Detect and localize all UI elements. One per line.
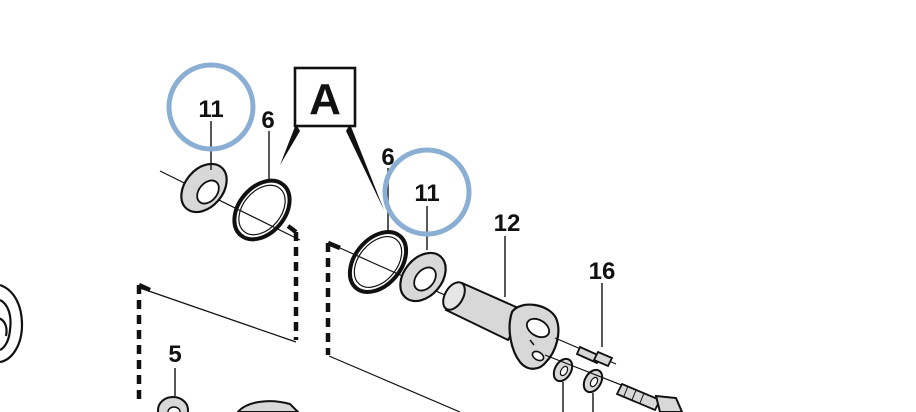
hatched-frame-mid	[325, 240, 461, 412]
highlight-circle-11-mid	[382, 147, 472, 237]
highlight-circle-11-left	[166, 62, 256, 152]
hatched-frame-left	[136, 224, 299, 400]
box-letter-a: A	[309, 75, 341, 124]
partial-housing-left	[0, 283, 24, 364]
banjo-bolt	[544, 354, 684, 412]
label-11-left: 11	[198, 96, 223, 123]
label-12: 12	[494, 210, 521, 237]
small-washers-lower	[552, 357, 604, 412]
label-11-mid: 11	[414, 180, 439, 207]
label-6-left: 6	[261, 107, 274, 134]
bleed-screw-16	[554, 337, 617, 368]
partial-housing-bottom	[236, 400, 300, 412]
callout-box-a: A	[280, 66, 384, 210]
o-ring-6-mid	[347, 230, 409, 294]
label-16: 16	[589, 258, 616, 285]
part-5-washer	[157, 368, 189, 412]
washer-11-left	[180, 162, 228, 214]
washer-11-mid	[399, 251, 447, 303]
label-5: 5	[168, 341, 181, 368]
o-ring-6-left	[232, 178, 292, 242]
label-6-mid: 6	[381, 144, 394, 171]
banjo-fitting-12	[442, 281, 560, 370]
